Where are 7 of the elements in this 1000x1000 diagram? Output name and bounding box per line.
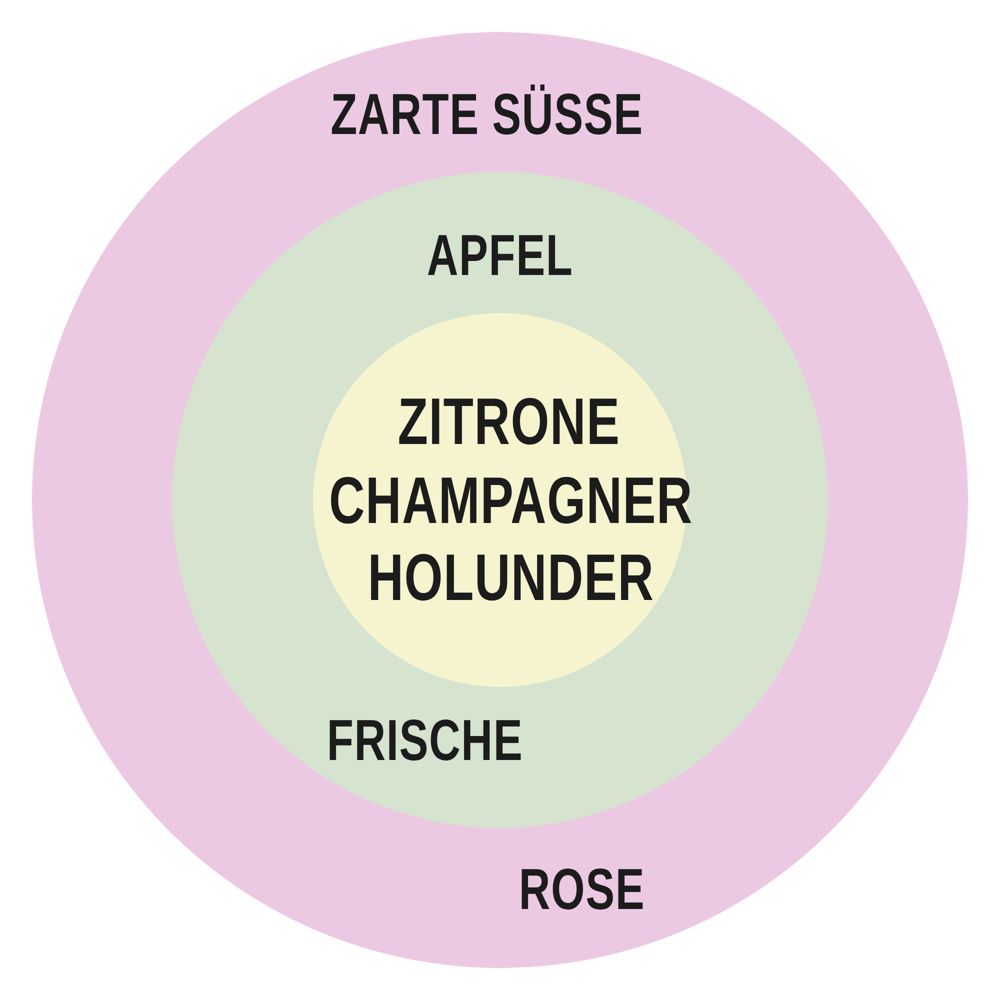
center-label: CHAMPAGNER [328, 467, 694, 533]
ring-label: APFEL [426, 227, 574, 285]
center-label: ZITRONE [398, 388, 620, 454]
ring-label: FRISCHE [326, 712, 524, 770]
ring-label: ROSE [518, 861, 646, 919]
ring-label: ZARTE SÜSSE [330, 86, 644, 144]
center-label: HOLUNDER [368, 544, 654, 610]
